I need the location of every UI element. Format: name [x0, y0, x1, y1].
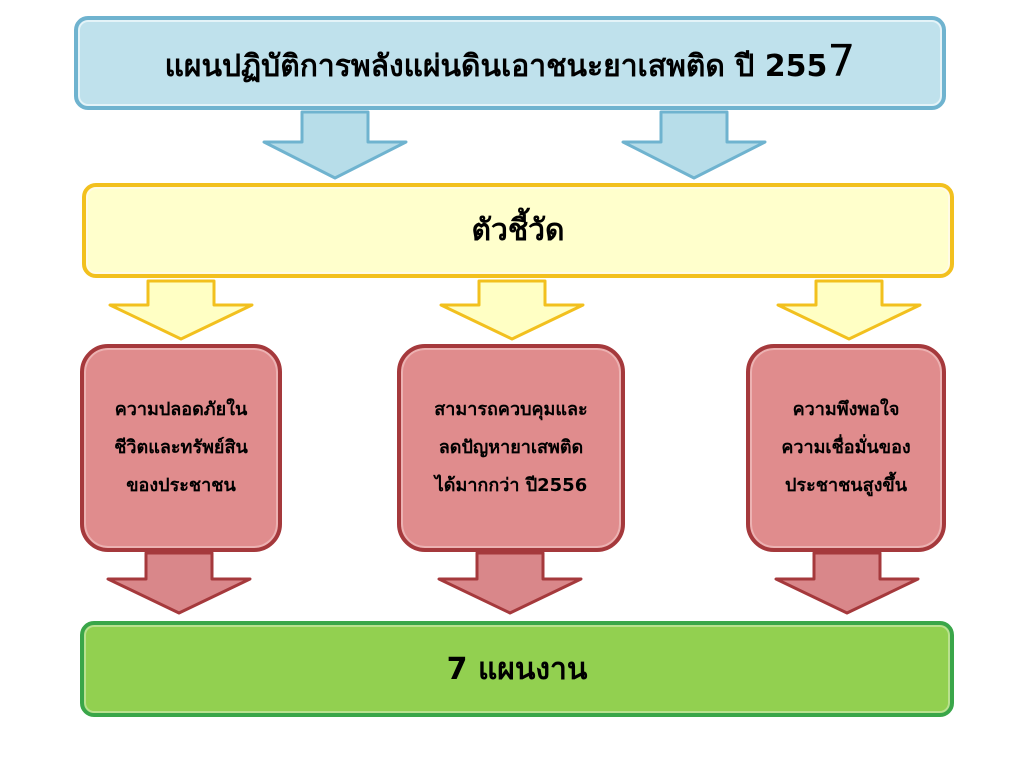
indicator-label: ตัวชี้วัด — [471, 213, 565, 248]
target-box-satisfaction: ความพึงพอใจ ความเชื่อมั่นของ ประชาชนสูงข… — [746, 344, 946, 552]
arrow-down-blue-left — [262, 110, 408, 180]
target-text-satisfaction: ความพึงพอใจ ความเชื่อมั่นของ ประชาชนสูงข… — [781, 399, 911, 496]
arrow-down-red-3 — [774, 551, 920, 615]
title-text: แผนปฏิบัติการพลังแผ่นดินเอาชนะยาเสพติด ป… — [165, 36, 856, 90]
title-main: แผนปฏิบัติการพลังแผ่นดินเอาชนะยาเสพติด ป… — [164, 49, 828, 84]
target-text-safety: ความปลอดภัยใน ชีวิตและทรัพย์สิน ของประชา… — [114, 399, 248, 496]
arrow-down-yellow-3 — [776, 279, 922, 341]
target-box-safety: ความปลอดภัยใน ชีวิตและทรัพย์สิน ของประชา… — [80, 344, 282, 552]
indicator-box: ตัวชี้วัด — [82, 183, 954, 278]
result-box: 7 แผนงาน — [80, 621, 954, 717]
arrow-down-red-1 — [106, 551, 252, 615]
arrow-down-yellow-2 — [439, 279, 585, 341]
arrow-down-red-2 — [437, 551, 583, 615]
target-text-drug-control: สามารถควบคุมและ ลดปัญหายาเสพติด ได้มากกว… — [434, 399, 588, 496]
title-last-digit: 7 — [827, 36, 856, 87]
result-label: 7 แผนงาน — [446, 651, 588, 687]
arrow-down-yellow-1 — [108, 279, 254, 341]
arrow-down-blue-right — [621, 110, 767, 180]
title-box: แผนปฏิบัติการพลังแผ่นดินเอาชนะยาเสพติด ป… — [74, 16, 946, 110]
target-box-drug-control: สามารถควบคุมและ ลดปัญหายาเสพติด ได้มากกว… — [397, 344, 625, 552]
